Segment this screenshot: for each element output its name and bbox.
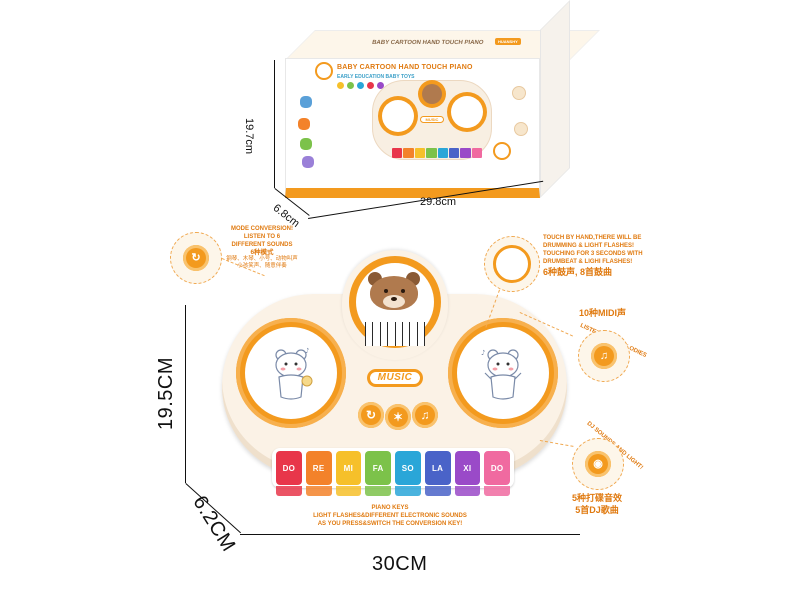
- bear-drawing-icon: ♪: [481, 349, 522, 400]
- box-side-panel: [540, 0, 570, 198]
- piano-key-base: [454, 486, 481, 496]
- drum-pad-right[interactable]: ♪: [448, 318, 558, 428]
- music-button[interactable]: MUSIC: [367, 369, 423, 387]
- refresh-icon: ↻: [365, 408, 377, 422]
- feature-dot-icon: [367, 82, 374, 89]
- mode-button[interactable]: ↻: [358, 402, 384, 428]
- piano-key-base: [335, 486, 362, 496]
- toy-height-label: 19.5CM: [155, 356, 177, 430]
- piano-key-base: [395, 486, 421, 496]
- midi-callout-circle: ♫: [578, 330, 630, 382]
- bear-muzzle: [383, 295, 405, 308]
- piano-key-3[interactable]: MI: [335, 451, 362, 485]
- box-height-label: 19.7cm: [243, 118, 255, 155]
- drum-callout-line4: DRUMBEAT & LIGHI FLASHES!: [543, 259, 633, 265]
- drum-icon: ✶: [392, 410, 404, 424]
- box-width-label: 29.8cm: [420, 196, 457, 208]
- box-callout-circle: [512, 86, 526, 100]
- drum-button[interactable]: ✶: [385, 404, 411, 430]
- dj-callout-circle: ◉: [572, 438, 624, 490]
- box-sound-icon: [493, 142, 511, 160]
- refresh-icon: ↻: [183, 245, 209, 271]
- box-logo: [315, 62, 333, 80]
- box-brand-badge: HUANSHY: [495, 38, 521, 45]
- drum-callout-circle: [484, 236, 540, 292]
- svg-text:♪: ♪: [481, 349, 485, 357]
- box-drum-right: [447, 92, 487, 132]
- box-shape-icon: [298, 118, 310, 130]
- bear-nose: [391, 297, 397, 301]
- piano-key-2[interactable]: RE: [305, 451, 332, 485]
- dj-callout-cn: 5种打碟音效 5首DJ歌曲: [560, 492, 634, 516]
- drum-pad-left[interactable]: ♪: [236, 318, 346, 428]
- keys-callout-line1: PIANO KEYS: [371, 505, 409, 511]
- bear-drawing-icon: ♪: [275, 347, 313, 400]
- piano-key-base: [276, 486, 302, 496]
- drum-callout-line3: TOUCHING FOR 3 SECONDS WITH: [543, 251, 643, 257]
- drum-callout-line2: DRUMMING & LIGHT FLASHES!: [543, 243, 634, 249]
- box-drum-left: [378, 96, 418, 136]
- bear-eye: [401, 289, 405, 293]
- keys-callout-line2: LIGHT FLASHES&DIFFERENT ELECTRONIC SOUND…: [313, 513, 467, 519]
- box-callout-circle: [514, 122, 528, 136]
- bear-eye: [384, 289, 388, 293]
- piano-key-bases: [276, 486, 510, 496]
- feature-dot-icon: [347, 82, 354, 89]
- piano-key-6[interactable]: LA: [424, 451, 451, 485]
- toy-width-line: [240, 534, 580, 535]
- mode-callout-cn-line1: 钢琴、木琴、小号、动物叫声: [226, 256, 298, 262]
- box-shape-icon: [300, 96, 312, 108]
- box-shape-icon: [302, 156, 314, 168]
- piano-key-7[interactable]: XI: [454, 451, 481, 485]
- box-keys: [392, 148, 482, 158]
- svg-text:♪: ♪: [305, 347, 309, 355]
- box-subtitle: EARLY EDUCATION BABY TOYS: [337, 74, 415, 80]
- box-music-label: MUSIC: [420, 116, 444, 123]
- mode-callout-cn-line2: 小孩笑声、随意伴奏: [237, 263, 287, 269]
- music-note-icon: ♫: [591, 343, 617, 369]
- feature-dot-icon: [337, 82, 344, 89]
- keys-callout-text: PIANO KEYS LIGHT FLASHES&DIFFERENT ELECT…: [292, 504, 488, 528]
- dj-callout-cn2: 5首DJ歌曲: [575, 505, 619, 515]
- box-height-line: [274, 60, 275, 188]
- mini-piano-graphic: [365, 322, 425, 346]
- mode-callout-line3: DIFFERENT SOUNDS: [231, 242, 293, 248]
- toy-width-label: 30CM: [372, 553, 428, 575]
- mode-callout-line2: LISTEN TO 6: [243, 234, 281, 240]
- toy-height-line: [185, 305, 186, 483]
- mode-callout-line1: MODE CONVERSION!: [230, 226, 293, 232]
- box-center-bear: [418, 80, 446, 108]
- disc-icon: ◉: [585, 451, 611, 477]
- piano-key-base: [365, 486, 391, 496]
- feature-dot-icon: [357, 82, 364, 89]
- box-top-title: BABY CARTOON HAND TOUCH PIANO: [371, 40, 484, 46]
- mode-callout-text: MODE CONVERSION! LISTEN TO 6 DIFFERENT S…: [222, 225, 302, 270]
- dj-callout-cn1: 5种打碟音效: [571, 493, 622, 503]
- box-title: BABY CARTOON HAND TOUCH PIANO: [337, 64, 473, 71]
- drum-callout-image: [493, 245, 531, 283]
- piano-key-base: [305, 486, 332, 496]
- drum-callout-text: TOUCH BY HAND,THERE WILL BE DRUMMING & L…: [543, 234, 643, 278]
- box-shape-icon: [300, 138, 312, 150]
- piano-key-base: [424, 486, 451, 496]
- box-feature-icons: [337, 82, 384, 89]
- piano-key-4[interactable]: FA: [365, 451, 391, 485]
- music-note-icon: ♫: [420, 408, 430, 422]
- piano-key-base: [484, 486, 510, 496]
- drum-callout-line1: TOUCH BY HAND,THERE WILL BE: [543, 235, 642, 241]
- piano-key-8[interactable]: DO: [484, 451, 510, 485]
- midi-callout-cn: 10种MIDI声: [579, 308, 627, 318]
- keys-callout-line3: AS YOU PRESS&SWITCH THE CONVERSION KEY!: [317, 521, 463, 527]
- dj-button[interactable]: ♫: [412, 402, 438, 428]
- piano-key-1[interactable]: DO: [276, 451, 302, 485]
- piano-key-5[interactable]: SO: [395, 451, 421, 485]
- mode-callout-cn-title: 6种模式: [250, 249, 274, 256]
- drum-callout-cn: 6种鼓声, 8首鼓曲: [543, 267, 613, 277]
- mode-callout-circle: ↻: [170, 232, 222, 284]
- feature-dot-icon: [377, 82, 384, 89]
